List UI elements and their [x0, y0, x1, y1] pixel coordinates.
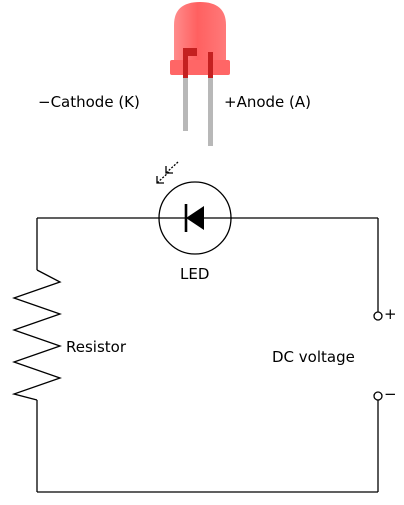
led-dome [174, 2, 226, 62]
resistor-symbol [11, 269, 62, 401]
circuit-wires [36, 217, 379, 493]
cathode-lead [183, 78, 188, 131]
led-internal-anvil [183, 48, 197, 78]
minus-sign-label: − [384, 385, 397, 403]
resistor-label: Resistor [66, 338, 126, 356]
led-component-illustration [170, 2, 230, 146]
led-label: LED [180, 265, 210, 283]
led-schematic-symbol [158, 181, 232, 255]
plus-sign-label: + [384, 305, 397, 323]
negative-terminal [373, 391, 383, 401]
led-flange [170, 60, 230, 75]
dc-voltage-label: DC voltage [272, 348, 355, 366]
cathode-label: −Cathode (K) [38, 93, 140, 111]
positive-terminal [373, 311, 383, 321]
anode-lead [208, 78, 213, 146]
led-internal-post [208, 52, 213, 78]
light-emission-arrows [156, 161, 179, 184]
anode-label: +Anode (A) [224, 93, 311, 111]
